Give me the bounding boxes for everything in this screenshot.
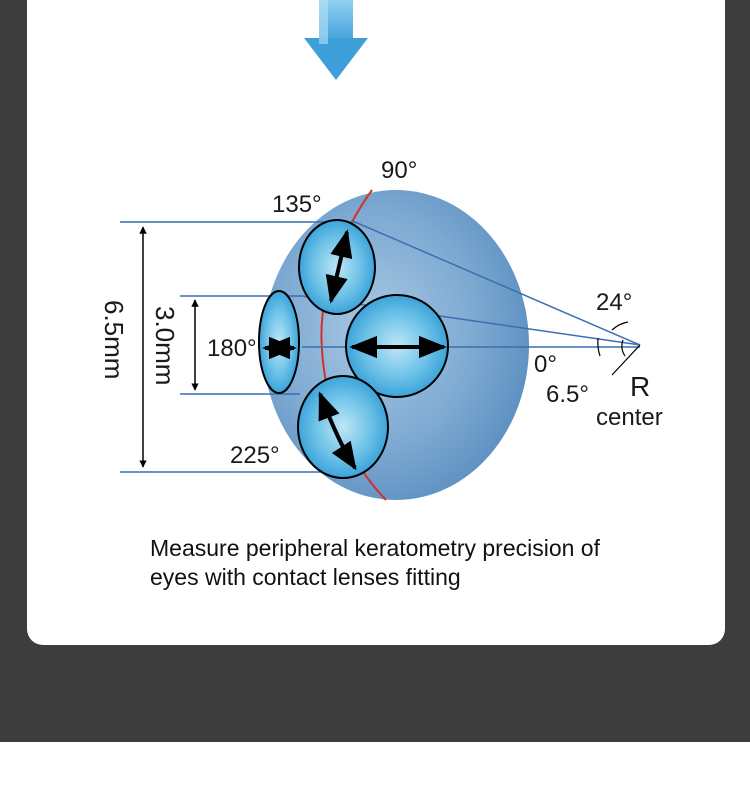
inner-dimension-label: 3.0mm (150, 306, 180, 385)
caption-line-1: Measure peripheral keratometry precision… (150, 535, 600, 561)
label-0: 0° (534, 351, 557, 378)
angle-arcs (597, 321, 629, 357)
caption: Measure peripheral keratometry precision… (150, 534, 710, 592)
label-6-5: 6.5° (546, 381, 589, 408)
center-label: center (596, 404, 663, 431)
center-letter: R (630, 371, 650, 402)
lens-225 (297, 375, 389, 479)
center-point-line (611, 344, 641, 376)
outer-dimension-label: 6.5mm (99, 300, 129, 379)
lens-arrows (262, 229, 447, 471)
label-24: 24° (596, 289, 632, 316)
label-90: 90° (381, 157, 417, 184)
label-135: 135° (272, 191, 322, 218)
down-arrow-icon (304, 0, 368, 80)
label-225: 225° (230, 442, 280, 469)
label-180: 180° (207, 335, 257, 362)
lens-180 (258, 290, 300, 394)
caption-line-2: eyes with contact lenses fitting (150, 564, 461, 590)
projection-lines (120, 221, 641, 473)
